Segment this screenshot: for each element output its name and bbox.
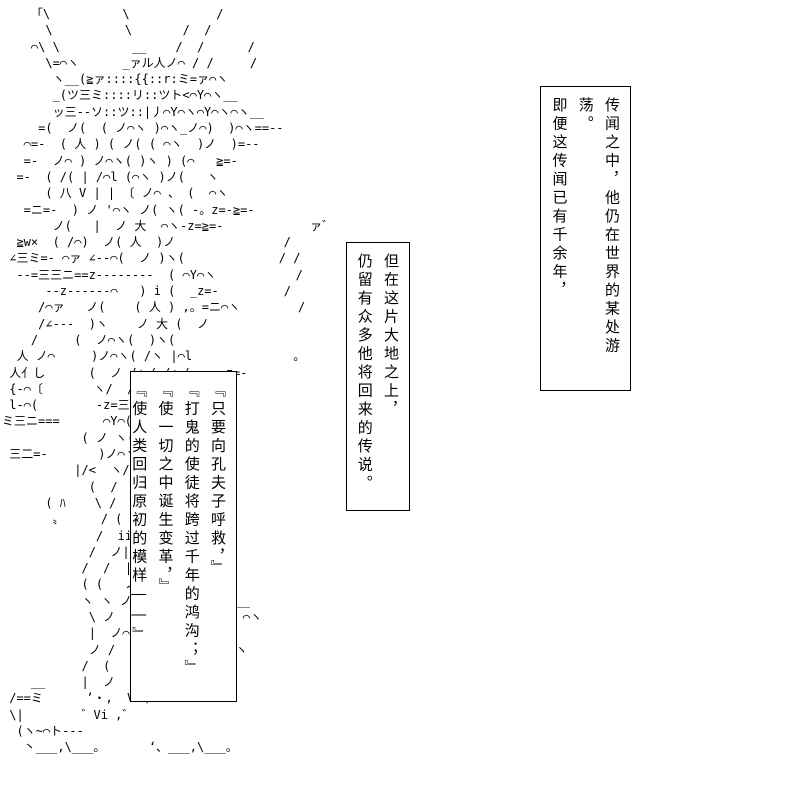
dialog-box-rumor: 传闻之中，他仍在世界的某处游荡。 即便这传闻已有千余年， 他大抵或许应是死了。 [540, 86, 631, 391]
dialog-box-legend: 但在这片大地之上， 仍留有众多他将回来的传说。 [346, 242, 410, 511]
dialog-box-prophecy: 『只要向孔夫子呼救，』 『打鬼的使徒将跨过千年的鸿沟；』 『使一切之中诞生变革，… [130, 371, 237, 702]
dialog-column: 传闻之中，他仍在世界的某处游荡。 [576, 97, 620, 356]
dialog-column: 即便这传闻已有千余年， [550, 97, 568, 301]
dialog-column: 但在这片大地之上， [382, 253, 399, 420]
dialog-column: 『使一切之中诞生变革，』 [156, 382, 174, 597]
dialog-column: 『使人类回归原初的模样——』 [130, 382, 148, 645]
dialog-column: 仍留有众多他将回来的传说。 [355, 253, 373, 494]
dialog-column: 『只要向孔夫子呼救，』 [209, 382, 226, 578]
dialog-column: 他大抵或许应是死了。 [541, 97, 545, 380]
dialog-column: 『打鬼的使徒将跨过千年的鸿沟；』 [182, 382, 200, 678]
